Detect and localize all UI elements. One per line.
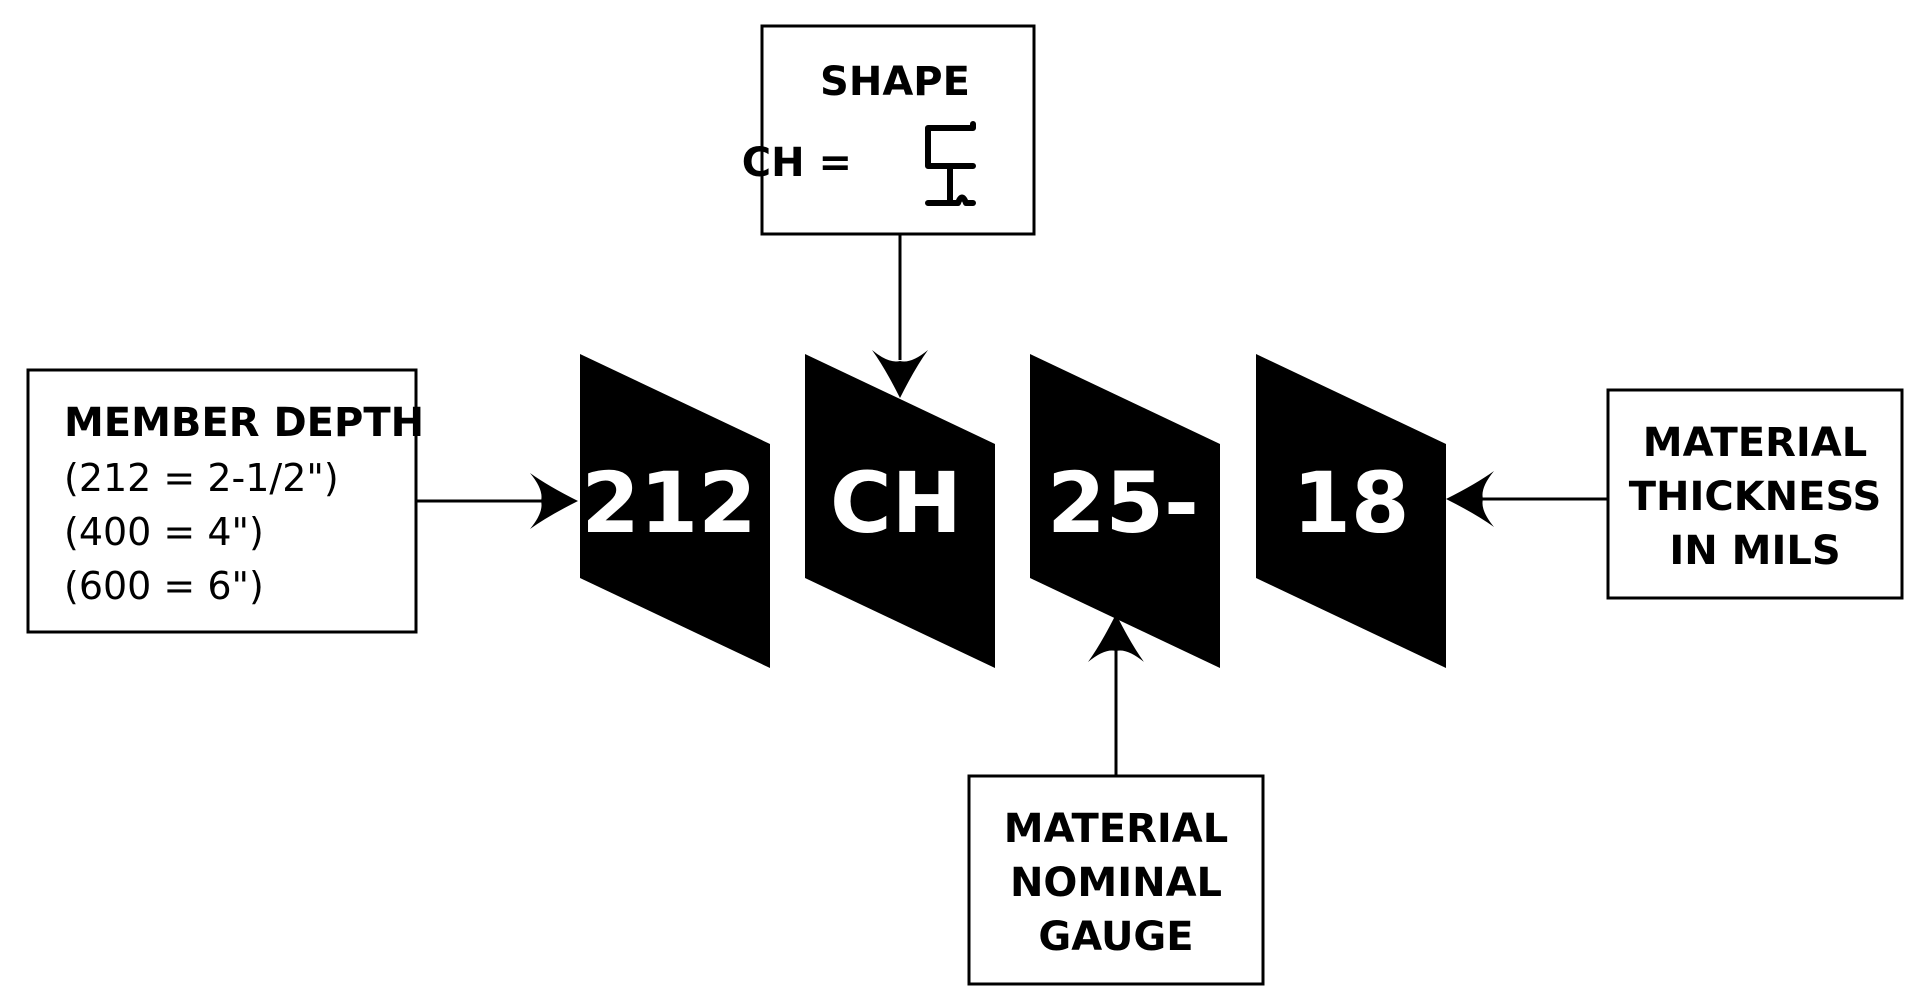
member-depth-title: MEMBER DEPTH xyxy=(64,400,424,446)
gauge-line-3: GAUGE xyxy=(1038,914,1193,960)
ch-stud-profile-icon xyxy=(925,121,976,206)
gauge-box-frame xyxy=(967,774,1265,986)
arrow-gauge xyxy=(1088,614,1144,776)
code-panel-gauge: 25- xyxy=(1030,354,1220,668)
gauge-line-1: MATERIAL xyxy=(1004,806,1228,852)
code-panel-shape: CH xyxy=(805,354,995,668)
arrow-thickness xyxy=(1446,471,1608,527)
code-shape: CH xyxy=(830,454,962,552)
shape-equation: CH = xyxy=(742,140,852,186)
arrow-head-thickness xyxy=(1446,471,1494,527)
thickness-line-1: MATERIAL xyxy=(1643,420,1867,466)
arrow-head-depth xyxy=(530,473,578,529)
thickness-line-3: IN MILS xyxy=(1669,528,1840,574)
member-depth-box: MEMBER DEPTH (212 = 2-1/2") (400 = 4") (… xyxy=(26,368,424,634)
code-depth: 212 xyxy=(581,454,756,552)
member-depth-line-1: (212 = 2-1/2") xyxy=(64,456,339,500)
arrow-head-shape xyxy=(872,350,928,398)
member-depth-line-2: (400 = 4") xyxy=(64,510,264,554)
thickness-line-2: THICKNESS xyxy=(1629,474,1882,520)
thickness-box-frame xyxy=(1606,388,1904,600)
arrow-shape xyxy=(872,234,928,398)
member-depth-box-frame xyxy=(26,368,418,634)
code-thickness: 18 xyxy=(1293,454,1410,552)
arrow-depth xyxy=(416,473,578,529)
shape-box: SHAPE CH = xyxy=(742,24,1036,236)
shape-title: SHAPE xyxy=(820,59,970,105)
member-depth-line-3: (600 = 6") xyxy=(64,564,264,608)
code-panel-thickness: 18 xyxy=(1256,354,1446,668)
gauge-line-2: NOMINAL xyxy=(1010,860,1222,906)
thickness-box: MATERIAL THICKNESS IN MILS xyxy=(1606,388,1904,600)
gauge-box: MATERIAL NOMINAL GAUGE xyxy=(967,774,1265,986)
code-panel-depth: 212 xyxy=(580,354,770,668)
shape-box-frame xyxy=(760,24,1036,236)
arrow-head-gauge xyxy=(1088,614,1144,662)
code-gauge: 25- xyxy=(1047,454,1199,552)
